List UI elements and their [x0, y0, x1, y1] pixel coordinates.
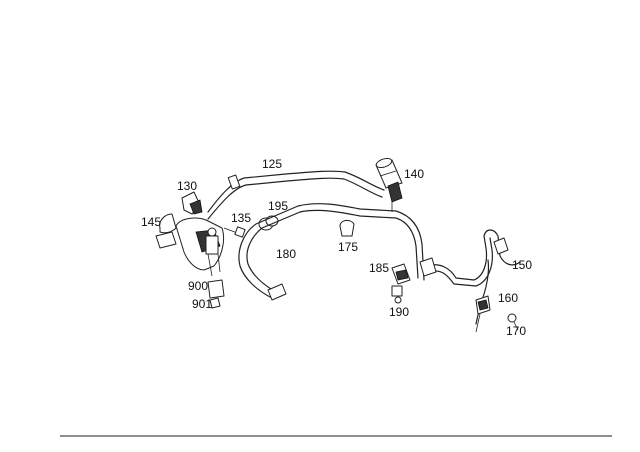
hose-150 [419, 229, 521, 325]
callout-190: 190 [389, 305, 409, 319]
bolt-135 [223, 226, 246, 238]
screw-170 [507, 313, 519, 331]
hose-125 [207, 170, 385, 220]
valve-assembly [175, 217, 225, 277]
bracket-130 [181, 191, 203, 215]
callout-150: 150 [512, 258, 532, 272]
valve-185 [391, 263, 411, 304]
callout-145: 145 [141, 215, 161, 229]
callout-901: 901 [192, 297, 212, 311]
callout-140: 140 [404, 167, 424, 181]
sensor-160 [475, 295, 491, 333]
callout-170: 170 [506, 324, 526, 338]
hose-180 [238, 203, 425, 301]
callout-130: 130 [177, 179, 197, 193]
callout-900: 900 [188, 279, 208, 293]
callout-185: 185 [369, 261, 389, 275]
clip-901 [209, 297, 221, 309]
callout-175: 175 [338, 240, 358, 254]
bracket-145 [155, 213, 177, 249]
callout-125: 125 [262, 157, 282, 171]
clamp-175 [339, 219, 355, 237]
callout-135: 135 [231, 211, 251, 225]
callout-160: 160 [498, 291, 518, 305]
callout-180: 180 [276, 247, 296, 261]
block-900 [207, 279, 225, 299]
callout-195: 195 [268, 199, 288, 213]
sleeve-140 [375, 157, 403, 212]
